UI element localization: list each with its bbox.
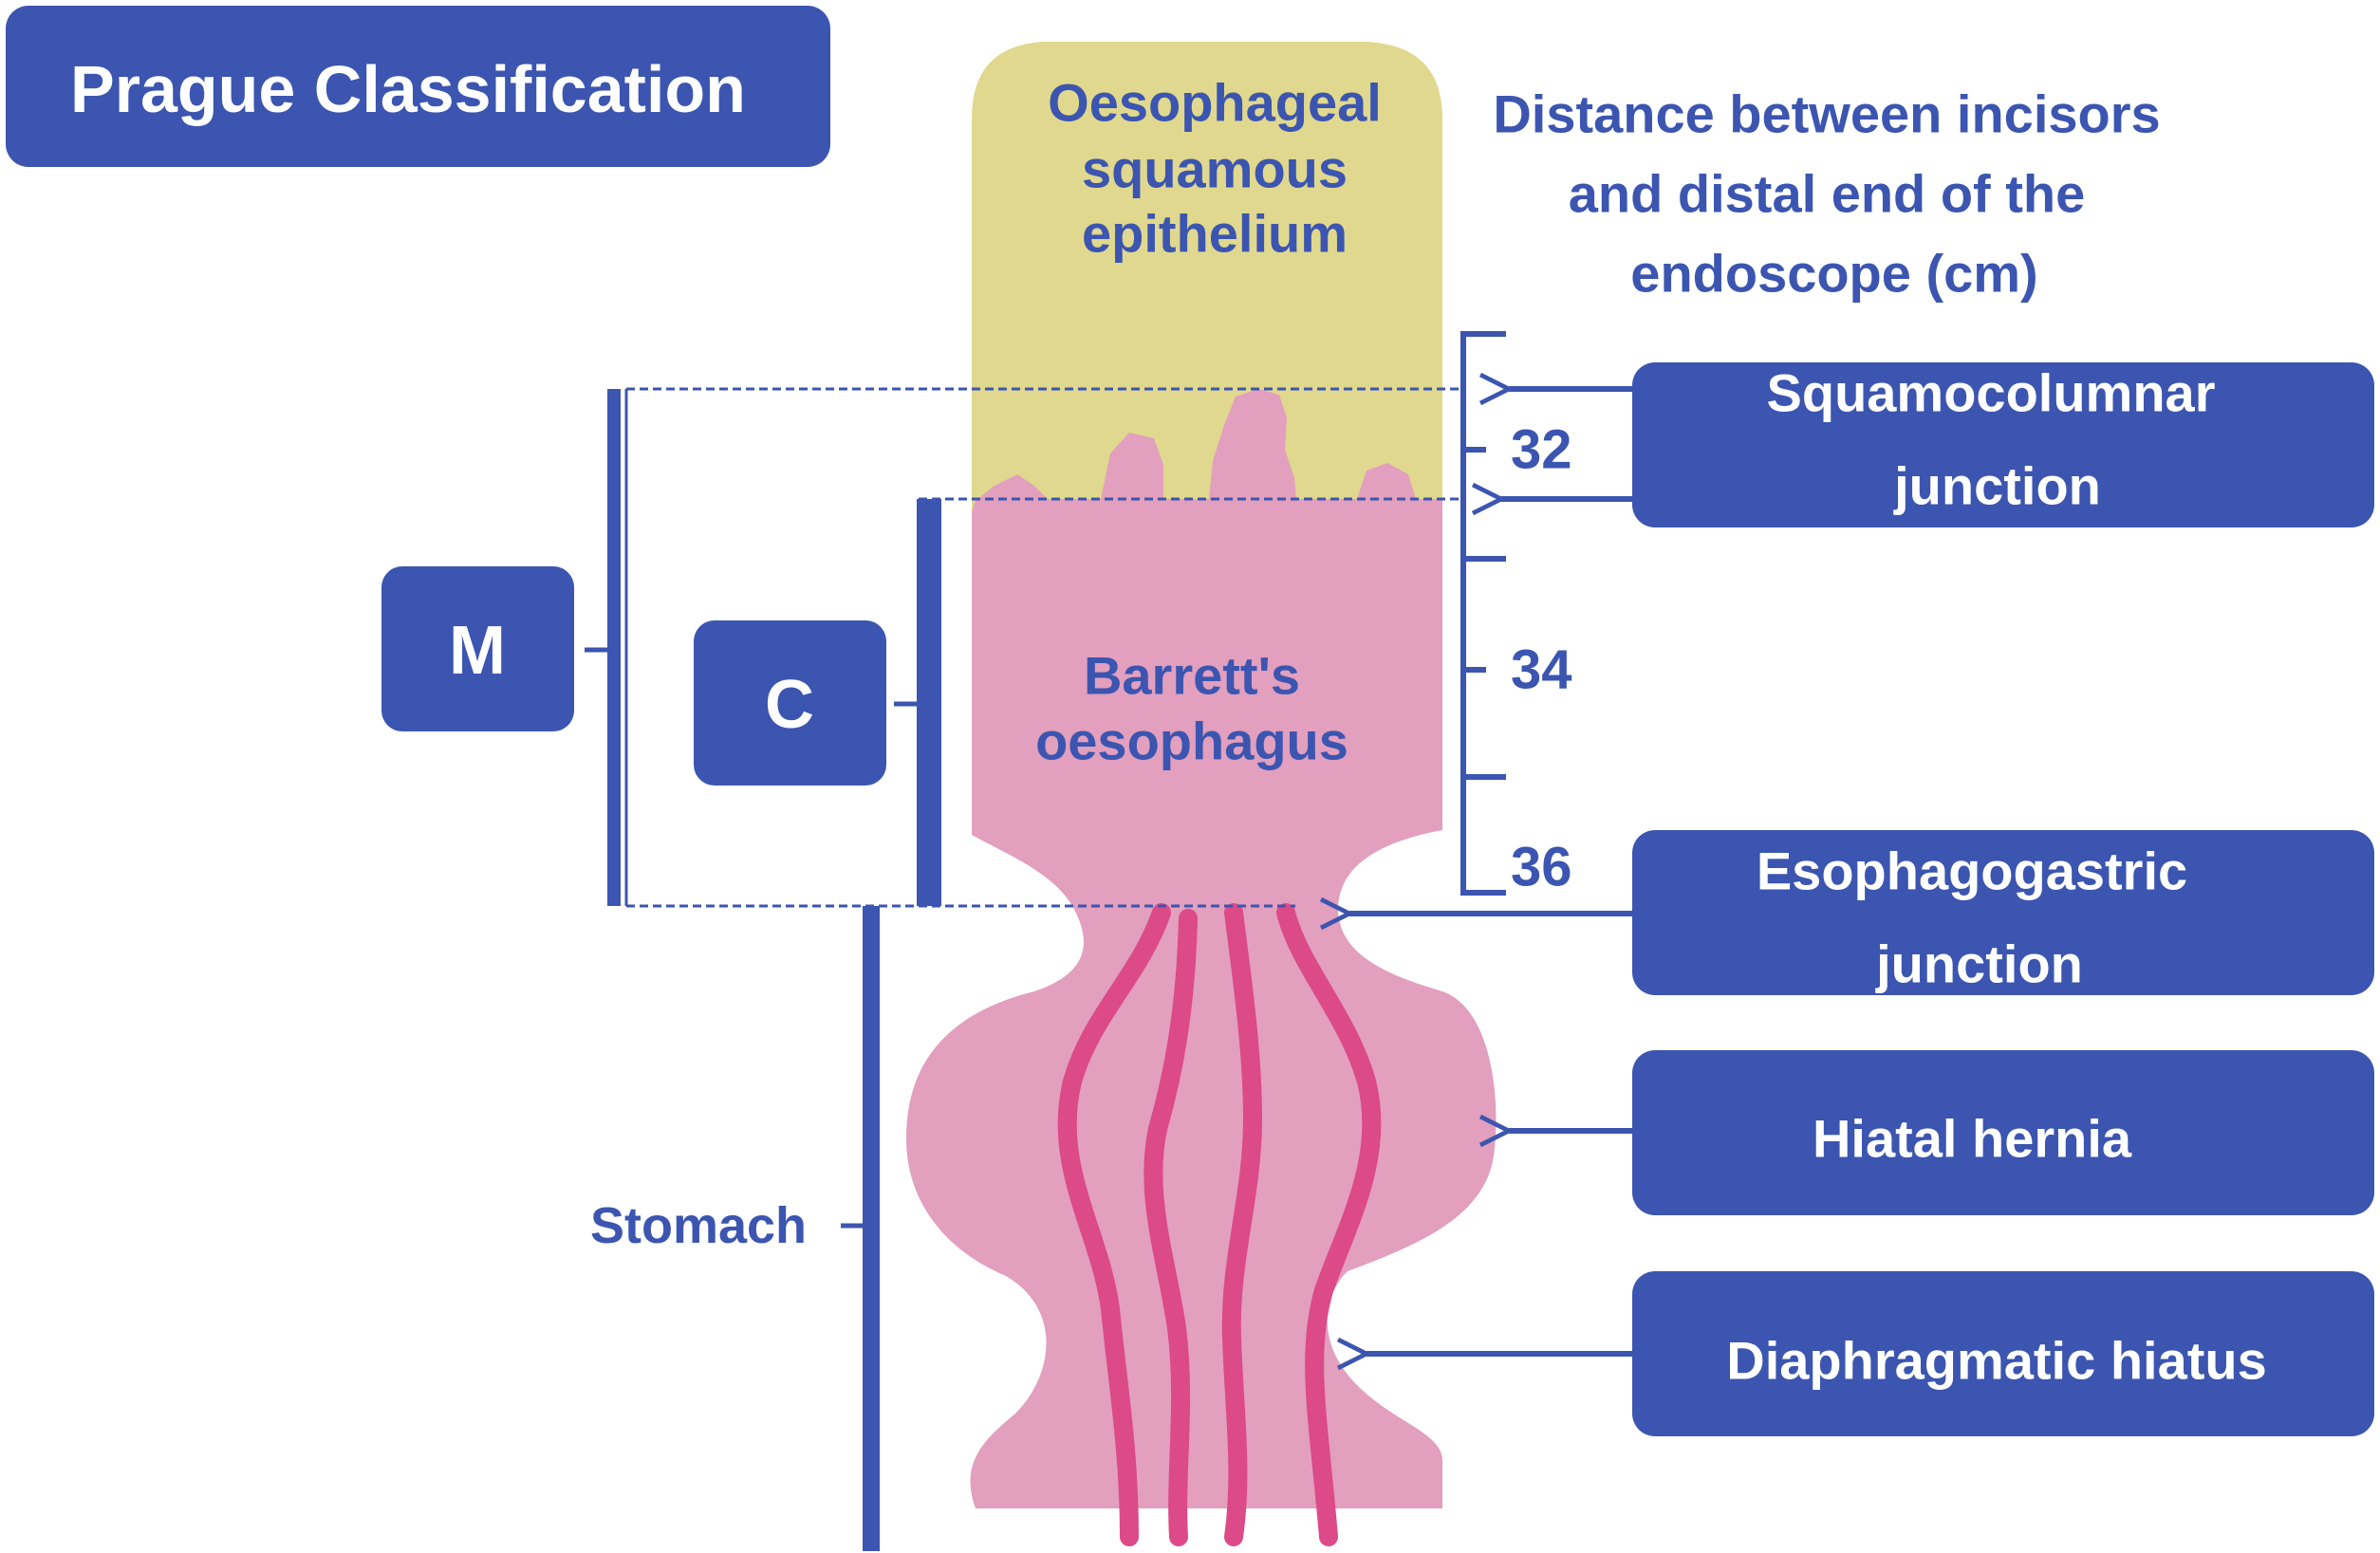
scale-tick-32: 32 [1511, 419, 1572, 481]
barrett-label-line-1: Barrett's [1084, 646, 1300, 706]
title-text: Prague Classification [70, 52, 746, 126]
scale-ruler [1460, 331, 1506, 896]
squamocolumnar-label-line-1: Squamocolumnar [1767, 363, 2216, 423]
squamous-label-line-2: squamous [1082, 139, 1348, 199]
landmark-hiatal-hernia: Hiatal hernia [1632, 1050, 2374, 1215]
m-label: M [449, 613, 506, 689]
gastric-fold-3 [1221, 903, 1262, 1546]
barrett-stomach-region [906, 389, 1497, 1508]
c-bracket: C [694, 499, 941, 906]
landmark-diaphragmatic-hiatus: Diaphragmatic hiatus [1632, 1271, 2374, 1436]
landmark-arrows [1349, 389, 1634, 1354]
m-box [381, 566, 574, 731]
distance-scale: Distance between incisors and distal end… [1460, 84, 2161, 898]
scale-heading-line-3: endoscope (cm) [1630, 244, 2037, 304]
scale-heading-line-1: Distance between incisors [1493, 84, 2160, 144]
hiatal-hernia-label: Hiatal hernia [1813, 1109, 2132, 1169]
stomach-bracket: Stomach [590, 906, 880, 1551]
esophagogastric-label-line-2: junction [1875, 934, 2083, 994]
squamocolumnar-label-line-2: junction [1893, 456, 2101, 516]
squamous-epithelium-region [972, 42, 1442, 512]
diaphragmatic-hiatus-label: Diaphragmatic hiatus [1726, 1331, 2266, 1391]
gastric-fold-4 [1276, 903, 1382, 1546]
stomach-label: Stomach [590, 1197, 807, 1254]
gastric-folds [1057, 903, 1382, 1546]
oesophagus-stomach-illustration: Oesophageal squamous epithelium Barrett'… [906, 42, 1497, 1546]
m-bracket: M [381, 389, 621, 906]
squamous-label-line-1: Oesophageal [1048, 73, 1382, 133]
c-box [694, 620, 886, 786]
gastric-fold-2 [1144, 909, 1198, 1546]
landmark-squamocolumnar-junction: Squamocolumnar junction [1632, 362, 2374, 527]
scale-heading-line-2: and distal end of the [1569, 164, 2085, 224]
squamous-label-line-3: epithelium [1082, 204, 1348, 264]
c-label: C [765, 667, 814, 743]
esophagogastric-label-line-1: Esophagogastric [1757, 841, 2187, 901]
barrett-label-line-2: oesophagus [1035, 712, 1348, 771]
landmark-esophagogastric-junction: Esophagogastric junction [1632, 830, 2374, 995]
reference-lines [626, 387, 1461, 908]
scale-tick-36: 36 [1511, 837, 1572, 898]
scale-tick-34: 34 [1511, 639, 1572, 701]
gastric-fold-1 [1057, 903, 1171, 1546]
title-box: Prague Classification [6, 6, 830, 167]
